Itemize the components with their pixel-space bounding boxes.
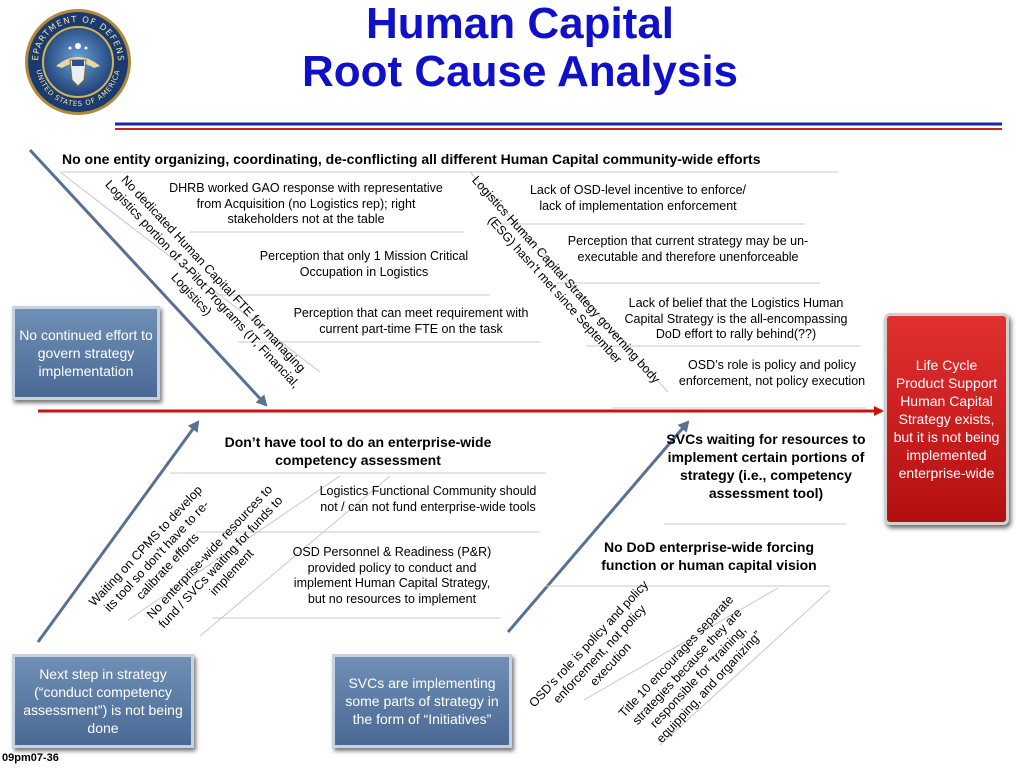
- box-effect-life-cycle: Life Cycle Product Support Human Capital…: [884, 313, 1009, 525]
- cause-top-left-2: Perception that only 1 Mission Critical …: [259, 249, 469, 279]
- bone-top-left: [28, 148, 268, 407]
- cause-bottom-left-2: OSD Personnel & Readiness (P&R) provided…: [292, 545, 492, 606]
- cause-top-right-4: OSD’s role is policy and policy enforcem…: [678, 358, 866, 388]
- cause-top-right-3: Lack of belief that the Logistics Human …: [624, 296, 848, 341]
- box-next-step: Next step in strategy (“conduct competen…: [12, 654, 194, 748]
- top-heading: No one entity organizing, coordinating, …: [62, 151, 761, 167]
- cause-top-right-1: Lack of OSD-level incentive to enforce/ …: [529, 183, 747, 213]
- page-title: Human Capital Root Cause Analysis: [240, 0, 800, 96]
- heading-bottom-right-2: No DoD enterprise-wide forcing function …: [601, 539, 817, 573]
- heading-bottom-right-1: SVCs waiting for resources to implement …: [666, 431, 866, 501]
- cause-top-left-1: DHRB worked GAO response with representa…: [169, 181, 443, 226]
- bone-bottom-left: [36, 420, 200, 643]
- heading-bottom-left: Don’t have tool to do an enterprise-wide…: [224, 434, 492, 468]
- cause-top-right-2: Perception that current strategy may be …: [567, 234, 809, 264]
- title-line-1: Human Capital: [365, 0, 675, 48]
- slide-code: 09pm07-36: [2, 752, 59, 764]
- dod-seal-logo: DEPARTMENT OF DEFENSE UNITED STATES OF A…: [20, 1, 132, 116]
- title-line-2: Root Cause Analysis: [301, 47, 739, 96]
- cause-bottom-left-1: Logistics Functional Community should no…: [319, 484, 537, 514]
- box-no-continued-effort: No continued effort to govern strategy i…: [12, 306, 160, 400]
- bone-bottom-right: [506, 420, 690, 633]
- box-svcs-implementing: SVCs are implementing some parts of stra…: [332, 654, 512, 748]
- cause-top-left-3: Perception that can meet requirement wit…: [293, 306, 529, 336]
